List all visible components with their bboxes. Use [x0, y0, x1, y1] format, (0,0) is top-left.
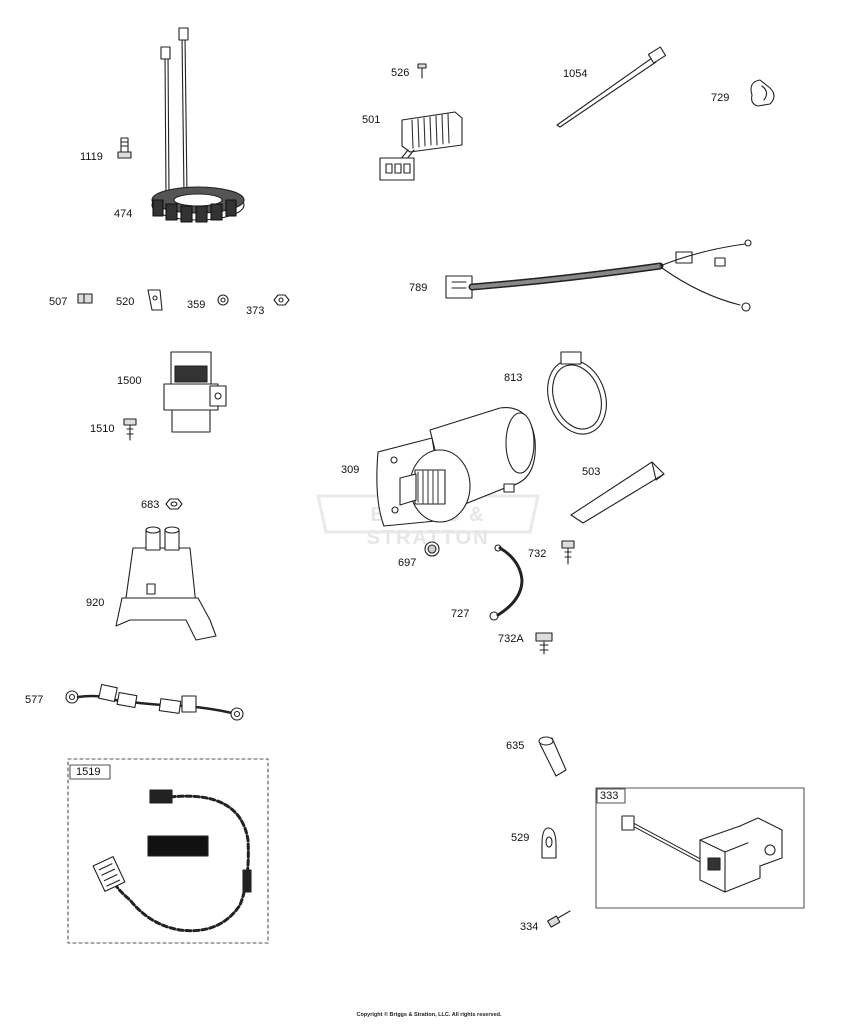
relay-1500-drawing: [163, 351, 227, 433]
copyright-notice: Copyright © Briggs & Stratton, LLC. All …: [356, 1012, 502, 1018]
label-729: 729: [711, 92, 730, 104]
label-1510: 1510: [90, 423, 115, 435]
label-697: 697: [398, 557, 417, 569]
label-1500: 1500: [117, 375, 142, 387]
ignition-coil-333-drawing: [621, 815, 783, 893]
label-1054: 1054: [563, 68, 588, 80]
harness-789-drawing: [445, 239, 752, 312]
bolt-1119-drawing: [117, 137, 132, 159]
terminal-507-drawing: [77, 293, 93, 304]
label-333: 333: [600, 790, 619, 802]
grommet-529-drawing: [541, 827, 557, 859]
label-526: 526: [391, 67, 410, 79]
kit-333-tag: [596, 788, 626, 804]
label-813: 813: [504, 372, 523, 384]
screw-732A-drawing: [535, 632, 553, 655]
coil-920-drawing: [115, 526, 217, 641]
kit-333-frame: [595, 787, 805, 909]
screw-334-drawing: [547, 910, 571, 928]
label-727: 727: [451, 608, 470, 620]
screw-526-drawing: [417, 63, 427, 79]
washer-359-drawing: [217, 294, 229, 306]
label-334: 334: [520, 921, 539, 933]
stator-474-drawing: [151, 27, 245, 223]
bracket-520-drawing: [147, 289, 163, 311]
label-789: 789: [409, 282, 428, 294]
label-635: 635: [506, 740, 525, 752]
nut-683-drawing: [165, 498, 183, 510]
harness-1519-drawing: [92, 789, 252, 933]
spark-plug-boot-635-drawing: [538, 736, 567, 777]
label-501: 501: [362, 114, 381, 126]
label-474: 474: [114, 208, 133, 220]
label-920: 920: [86, 597, 105, 609]
bolt-697-drawing: [424, 541, 440, 557]
label-373: 373: [246, 305, 265, 317]
kit-1519-tag: [69, 764, 111, 780]
label-503: 503: [582, 466, 601, 478]
plate-503-drawing: [570, 461, 665, 524]
cable-tie-1054-drawing: [556, 46, 667, 128]
clip-729-drawing: [750, 79, 775, 107]
label-520: 520: [116, 296, 135, 308]
strap-727-drawing: [489, 544, 524, 621]
label-359: 359: [187, 299, 206, 311]
nut-373-drawing: [273, 294, 290, 306]
label-683: 683: [141, 499, 160, 511]
label-507: 507: [49, 296, 68, 308]
label-732A: 732A: [498, 633, 524, 645]
label-1519: 1519: [76, 766, 101, 778]
label-529: 529: [511, 832, 530, 844]
cable-577-drawing: [65, 683, 244, 721]
label-732: 732: [528, 548, 547, 560]
label-309: 309: [341, 464, 360, 476]
screw-1510-drawing: [123, 418, 137, 441]
label-1119: 1119: [80, 151, 103, 163]
hose-clamp-813-drawing: [547, 351, 607, 435]
label-577: 577: [25, 694, 44, 706]
screw-732-drawing: [561, 540, 575, 565]
starter-motor-309-drawing: [376, 407, 536, 527]
regulator-501-drawing: [379, 111, 463, 181]
